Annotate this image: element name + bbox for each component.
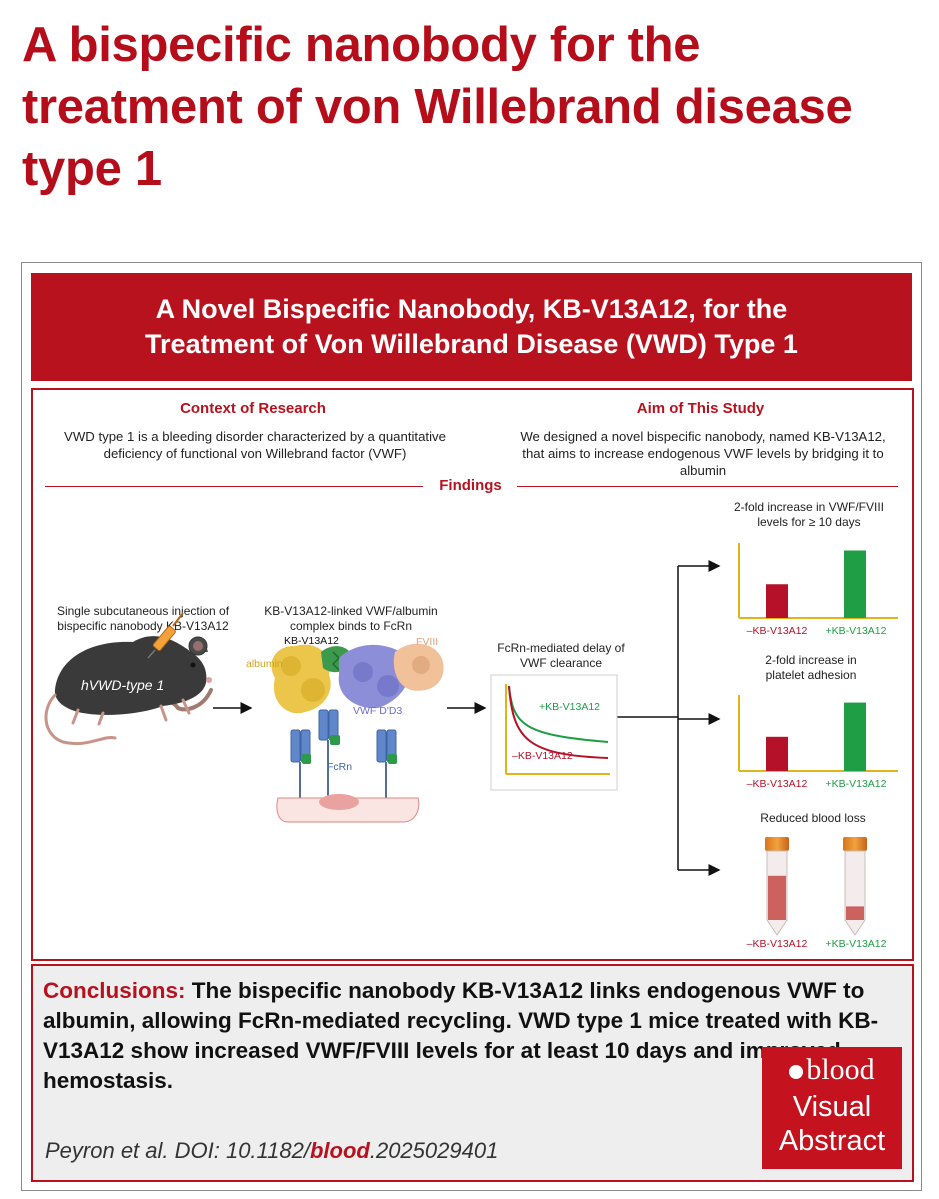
mouse-illustration: hVWD-type 1 [44,636,213,745]
outcome-title-blood-loss: Reduced blood loss [760,811,866,825]
nanobody-label: KB-V13A12 [284,635,339,647]
clearance-minus-line [508,685,609,759]
citation-prefix: Peyron et al. DOI: 10.1182/ [45,1138,310,1163]
findings-diagram: hVWD-type 1 KB-V13A12 [44,543,898,950]
conclusions-text: The bispecific nanobody KB-V13A12 links … [43,978,879,1093]
aim-heading: Aim of This Study [636,400,765,417]
page-title: A bispecific nanobody for the treatment … [22,18,853,196]
outcome-title-adhesion: 2-fold increase in platelet adhesion [765,653,857,682]
findings-divider-left [45,486,423,487]
levels-minus-bar [766,584,788,618]
levels-plus-bar [844,550,866,618]
clearance-chart: +KB-V13A12 –KB-V13A12 [490,674,618,791]
blood-logo-icon [789,1065,804,1080]
blood-logo-text: blood [806,1053,875,1086]
complex-illustration: KB-V13A12 albumin FVIII VWF D'D3 FcRn [246,635,444,823]
clearance-plus-label: +KB-V13A12 [539,701,600,713]
findings-divider-right [517,486,898,487]
mouse-label: hVWD-type 1 [81,677,164,693]
banner-title: A Novel Bispecific Nanobody, KB-V13A12, … [145,294,798,359]
abstract-banner: A Novel Bispecific Nanobody, KB-V13A12, … [31,273,912,381]
outcome-title-levels: 2-fold increase in VWF/FVIII levels for … [733,500,885,529]
adhesion-plus-label: +KB-V13A12 [825,778,886,790]
citation-suffix: .2025029401 [369,1138,499,1163]
levels-minus-label: –KB-V13A12 [747,625,808,637]
badge-visual: Visual [792,1091,872,1123]
clearance-text: FcRn-mediated delay of VWF clearance [497,641,625,670]
blood-loss-plus-label: +KB-V13A12 [825,938,886,950]
aim-text: We designed a novel bispecific nanobody,… [520,429,886,478]
conclusions-label: Conclusions: [43,978,186,1003]
context-text: VWD type 1 is a bleeding disorder charac… [64,429,446,461]
blood-logo: blood [762,1053,902,1087]
context-heading: Context of Research [180,400,326,417]
adhesion-minus-label: –KB-V13A12 [747,778,808,790]
adhesion-minus-bar [766,736,788,771]
levels-chart: –KB-V13A12 +KB-V13A12 [738,543,898,637]
blood-visual-abstract-badge: blood Visual Abstract [762,1047,902,1169]
conclusions-paragraph: Conclusions: The bispecific nanobody KB-… [43,976,903,1096]
albumin-label: albumin [246,658,283,670]
vwf-label: VWF D'D3 [353,705,402,717]
blood-loss-minus-label: –KB-V13A12 [747,938,808,950]
citation-journal: blood [309,1138,370,1163]
complex-text: KB-V13A12-linked VWF/albumin complex bin… [264,604,438,633]
adhesion-plus-bar [844,702,866,771]
clearance-minus-label: –KB-V13A12 [512,750,573,762]
blood-loss-tubes: –KB-V13A12 +KB-V13A12 [747,837,887,950]
findings-panel: Context of Research VWD type 1 is a blee… [31,388,914,961]
adhesion-chart: –KB-V13A12 +KB-V13A12 [738,695,898,790]
findings-label: Findings [439,477,502,494]
syringe-icon [147,612,184,659]
fviii-label: FVIII [416,636,438,648]
tube-plus [843,837,867,936]
badge-abstract: Abstract [778,1125,886,1157]
fcrn-label: FcRn [327,761,352,773]
levels-plus-label: +KB-V13A12 [825,625,886,637]
tube-minus [765,837,789,936]
branch-arrows [616,560,721,876]
citation: Peyron et al. DOI: 10.1182/blood.2025029… [45,1138,498,1164]
injection-text: Single subcutaneous injection of bispeci… [56,604,230,633]
